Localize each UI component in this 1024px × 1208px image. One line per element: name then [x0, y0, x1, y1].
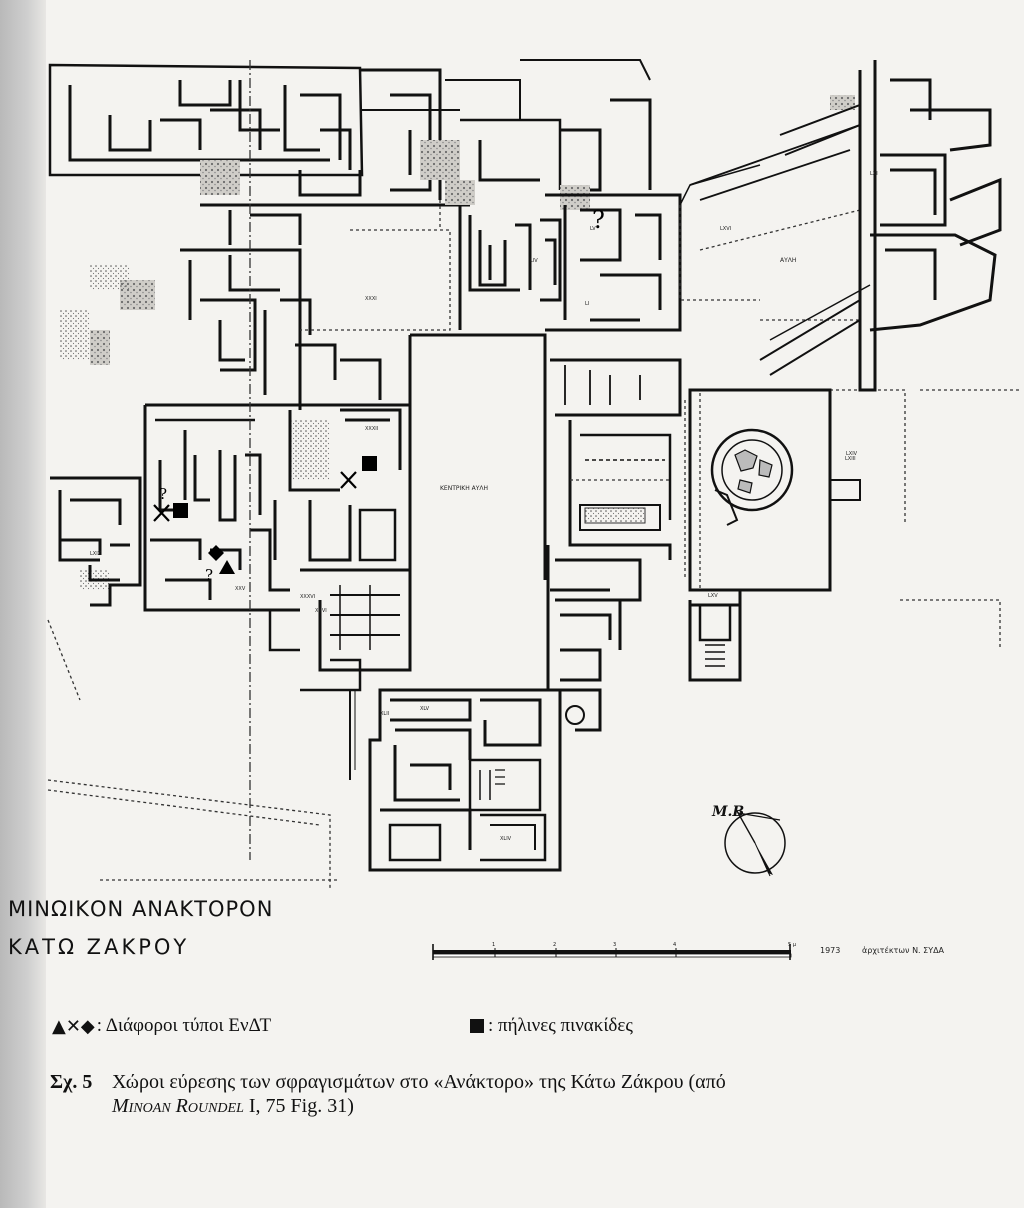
- room-labels: LXIII LXIV LXV LXVI XXXII XXXVI XLII XLV…: [90, 171, 878, 842]
- room-label: LIV: [530, 258, 538, 264]
- room-label: XLIV: [500, 836, 512, 842]
- room-label: LXIX: [90, 551, 102, 557]
- round-cistern: [688, 388, 861, 592]
- scale-year: 1973: [820, 946, 841, 955]
- cross-marker: [340, 471, 357, 489]
- question-mark: ?: [592, 206, 605, 234]
- north-arrow: M.B: [711, 804, 786, 877]
- square-icon: [470, 1019, 484, 1033]
- room-label: XLII: [380, 711, 389, 717]
- cross-marker: [153, 504, 170, 522]
- scale-tick-label: 3: [613, 942, 616, 948]
- clay-tablet-marker: [173, 503, 188, 518]
- palace-plan: ΚΕΝΤΡΙΚΗ ΑΥΛΗ: [47, 59, 1020, 960]
- legend-symbols: ▲✕◆ : Διάφοροι τύποι ΕνΔΤ: [52, 1015, 271, 1037]
- north-arrow-label: M.B: [711, 804, 744, 820]
- room-label: XXXII: [365, 426, 378, 432]
- room-label: LXIII: [845, 456, 856, 462]
- scale-tick-label: 1: [492, 942, 495, 948]
- room-label: LXV: [708, 593, 718, 599]
- room-label: LXVI: [720, 226, 731, 232]
- room-label: LI: [585, 301, 589, 307]
- caption-text: Χώροι εύρεσης των σφραγισμάτων στο «Ανάκ…: [112, 1071, 726, 1093]
- clay-tablet-marker: [362, 456, 377, 471]
- question-mark: ?: [159, 485, 167, 503]
- scale-tick-label: 4: [673, 942, 676, 948]
- north-wing: [48, 59, 652, 330]
- diamond-marker: [208, 545, 224, 561]
- legend-square: : πήλινες πινακίδες: [470, 1015, 633, 1037]
- room-label: LXI: [870, 171, 878, 177]
- scale-bar: 1 2 3 4 5 μ: [432, 942, 797, 960]
- rubble-hatching: [60, 95, 855, 590]
- scale-tick-label: 2: [553, 942, 556, 948]
- triangle-marker: [219, 560, 235, 574]
- question-mark: ?: [205, 566, 213, 584]
- legend-square-text: : πήλινες πινακίδες: [488, 1015, 633, 1036]
- room-label: XLV: [420, 706, 430, 712]
- west-annex: [50, 476, 142, 607]
- south-wing: [349, 688, 602, 872]
- caption-source: Minoan Roundel I, 75 Fig. 31): [50, 1094, 930, 1118]
- room-label: LV: [590, 226, 596, 232]
- east-court-label: ΑΥΛΗ: [780, 257, 796, 264]
- legend-symbol-icons: ▲✕◆: [52, 1015, 95, 1037]
- scale-tick-label: 5 μ: [788, 942, 797, 948]
- east-wing: [545, 193, 682, 692]
- figure-caption: Σχ. 5 Χώροι εύρεσης των σφραγισμάτων στο …: [50, 1070, 930, 1118]
- plan-title-line2: ΚΑΤΩ ΖΑΚΡΟΥ: [8, 935, 190, 959]
- caption-label: Σχ. 5: [50, 1071, 93, 1093]
- far-east-rooms: [679, 60, 1002, 392]
- room-label: XXXVI: [300, 594, 315, 600]
- room-label: XXVI: [315, 608, 327, 614]
- legend-symbols-text: : Διάφοροι τύποι ΕνΔΤ: [96, 1015, 272, 1036]
- find-markers: ? ? ?: [153, 206, 605, 584]
- caption-source-title: Minoan Roundel: [112, 1095, 244, 1117]
- caption-source-rest: I, 75 Fig. 31): [243, 1095, 354, 1117]
- scan-edge-shadow: [0, 0, 46, 1208]
- west-wing: [143, 248, 412, 692]
- room-label: LXIV: [846, 451, 858, 457]
- room-label: XXXI: [365, 296, 377, 302]
- room-label: XXV: [235, 586, 246, 592]
- scale-credit: ἀρχιτέκτων Ν. ΣΥΔΑ: [862, 946, 945, 955]
- plan-title-line1: ΜΙΝΩΙΚΟΝ ΑΝΑΚΤΟΡΟΝ: [8, 897, 274, 921]
- central-court: ΚΕΝΤΡΙΚΗ ΑΥΛΗ: [408, 333, 547, 580]
- spring-chamber: [688, 588, 742, 682]
- central-court-label: ΚΕΝΤΡΙΚΗ ΑΥΛΗ: [440, 485, 488, 492]
